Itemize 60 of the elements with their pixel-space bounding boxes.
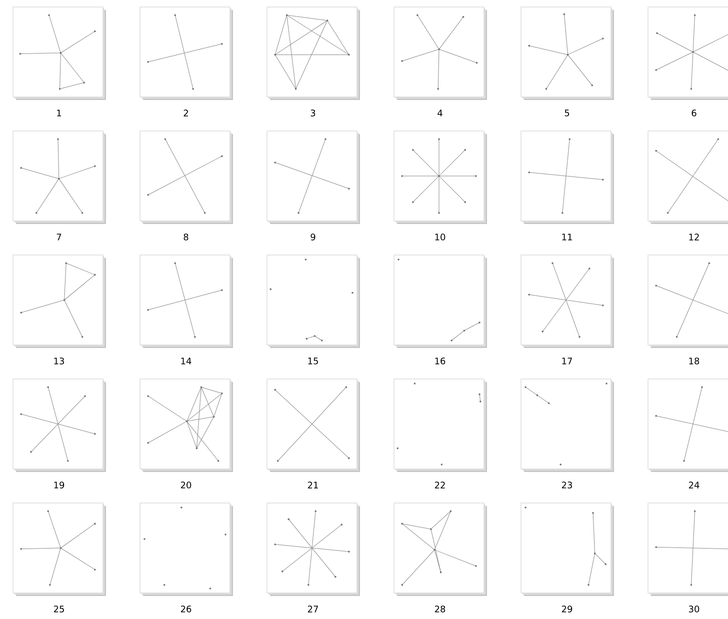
graph-panel: [140, 254, 233, 348]
panel-number: 4: [438, 110, 442, 116]
panel-number: 29: [562, 606, 572, 612]
panel-number: 22: [434, 482, 445, 488]
graph-panel: [12, 130, 106, 224]
panel-number: 14: [181, 358, 192, 364]
graph-panel: [394, 378, 487, 472]
graph-panel: [12, 254, 106, 348]
graph-panel: [266, 378, 360, 472]
panel-number: 27: [308, 606, 318, 612]
panel-number: 23: [562, 482, 572, 488]
graph-panel: [394, 130, 487, 224]
graph-panel: [520, 6, 614, 100]
panel-number: 28: [434, 606, 446, 612]
panel-number: 7: [56, 234, 62, 240]
panel-number: 18: [689, 358, 700, 364]
panel-number: 16: [435, 358, 446, 364]
panel-number: 3: [310, 110, 316, 116]
graph-panel: [140, 502, 233, 596]
graph-panel: [394, 502, 487, 596]
panel-number: 13: [54, 358, 64, 364]
graph-panel: [648, 502, 728, 596]
panel-number: 19: [54, 482, 64, 488]
graph-panel: [140, 130, 233, 224]
graph-panel: [266, 502, 360, 596]
panel-number: 21: [308, 482, 318, 488]
graph-panel: [520, 378, 614, 472]
graph-panel: [648, 378, 728, 472]
graph-panel: [12, 378, 106, 472]
graph-panel: [266, 6, 360, 100]
graph-panel: [648, 254, 728, 348]
graph-panel: [394, 254, 487, 348]
graph-panel: [648, 6, 728, 100]
graph-panel: [520, 130, 614, 224]
panel-number: 25: [54, 606, 64, 612]
graph-panel: [12, 502, 106, 596]
panel-number: 15: [308, 358, 318, 364]
graph-panel: [266, 254, 360, 348]
graph-panel: [520, 254, 614, 348]
panel-number: 8: [184, 234, 188, 240]
panel-number: 12: [689, 234, 699, 240]
panel-number: 30: [688, 606, 700, 612]
panel-number: 10: [435, 234, 446, 240]
panel-number: 20: [180, 482, 192, 488]
panel-number: 24: [688, 482, 700, 488]
graph-panel: [12, 6, 106, 100]
panel-number: 17: [562, 358, 572, 364]
panel-number: 9: [310, 234, 316, 240]
panel-number: 26: [180, 606, 192, 612]
graph-panel: [520, 502, 614, 596]
graph-panel: [648, 130, 728, 224]
graph-panel: [140, 378, 233, 472]
panel-number: 1: [57, 110, 62, 116]
graph-panel: [266, 130, 360, 224]
graph-panel: [394, 6, 487, 100]
graph-panel: [140, 6, 233, 100]
panel-number: 5: [564, 110, 570, 116]
panel-number: 11: [562, 234, 572, 240]
panel-number: 2: [184, 110, 188, 116]
panel-number: 6: [692, 110, 696, 116]
